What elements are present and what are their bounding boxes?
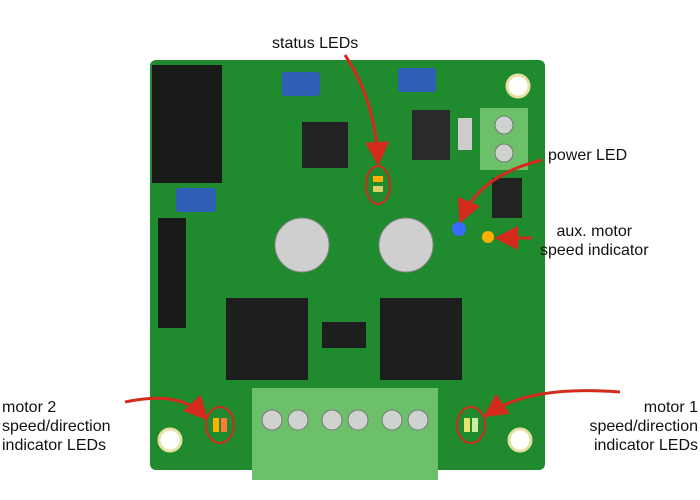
terminal-screw (321, 409, 343, 431)
terminal-screw (494, 143, 514, 163)
label-motor2-line2: speed/direction (2, 418, 111, 435)
label-aux-motor-line2: speed indicator (540, 242, 649, 259)
mounting-hole (507, 427, 533, 453)
arrow-motor2 (124, 394, 209, 421)
motor1-led (464, 418, 470, 432)
capacitor (378, 217, 434, 273)
status-leds-highlight (365, 165, 391, 205)
label-motor2: motor 2 speed/direction indicator LEDs (2, 398, 111, 455)
label-motor1-line3: indicator LEDs (593, 437, 698, 454)
terminal-screw (407, 409, 429, 431)
motor-driver-chip (380, 298, 462, 380)
component (322, 322, 366, 348)
label-status-leds: status LEDs (272, 35, 359, 52)
label-motor1-line2: speed/direction (589, 418, 698, 435)
terminal-screw (381, 409, 403, 431)
terminal-screw (261, 409, 283, 431)
arrow-status-leds (343, 54, 390, 166)
label-motor1: motor 1 speed/direction indicator LEDs (589, 398, 698, 455)
label-motor2-line3: indicator LEDs (2, 437, 107, 454)
label-aux-motor-line1: aux. motor (556, 223, 633, 240)
mounting-hole (505, 73, 531, 99)
component (492, 178, 522, 218)
mounting-hole (157, 427, 183, 453)
motor-driver-chip (226, 298, 308, 380)
label-power-led: power LED (548, 147, 628, 164)
label-aux-motor: aux. motor speed indicator (540, 222, 649, 260)
status-led (373, 176, 383, 182)
terminal-screw (494, 115, 514, 135)
potentiometer (398, 68, 436, 92)
motor1-leds-highlight (456, 406, 486, 444)
power-led (452, 222, 466, 236)
terminal-screw (287, 409, 309, 431)
label-motor1-line1: motor 1 (643, 399, 698, 416)
terminal-block (252, 388, 438, 480)
component (458, 118, 472, 150)
potentiometer (282, 72, 320, 96)
aux-motor-led (482, 231, 494, 243)
potentiometer (176, 188, 216, 212)
terminal-screw (347, 409, 369, 431)
arrow-motor1 (483, 389, 621, 418)
motor2-leds-highlight (205, 406, 235, 444)
motor2-led (221, 418, 227, 432)
voltage-regulator (412, 110, 450, 160)
status-led (373, 186, 383, 192)
motor2-led (213, 418, 219, 432)
motor1-led (472, 418, 478, 432)
label-motor2-line1: motor 2 (2, 399, 57, 416)
arrow-power-led (457, 158, 543, 224)
pin-header (152, 65, 222, 328)
microcontroller-chip (302, 122, 348, 168)
capacitor (274, 217, 330, 273)
